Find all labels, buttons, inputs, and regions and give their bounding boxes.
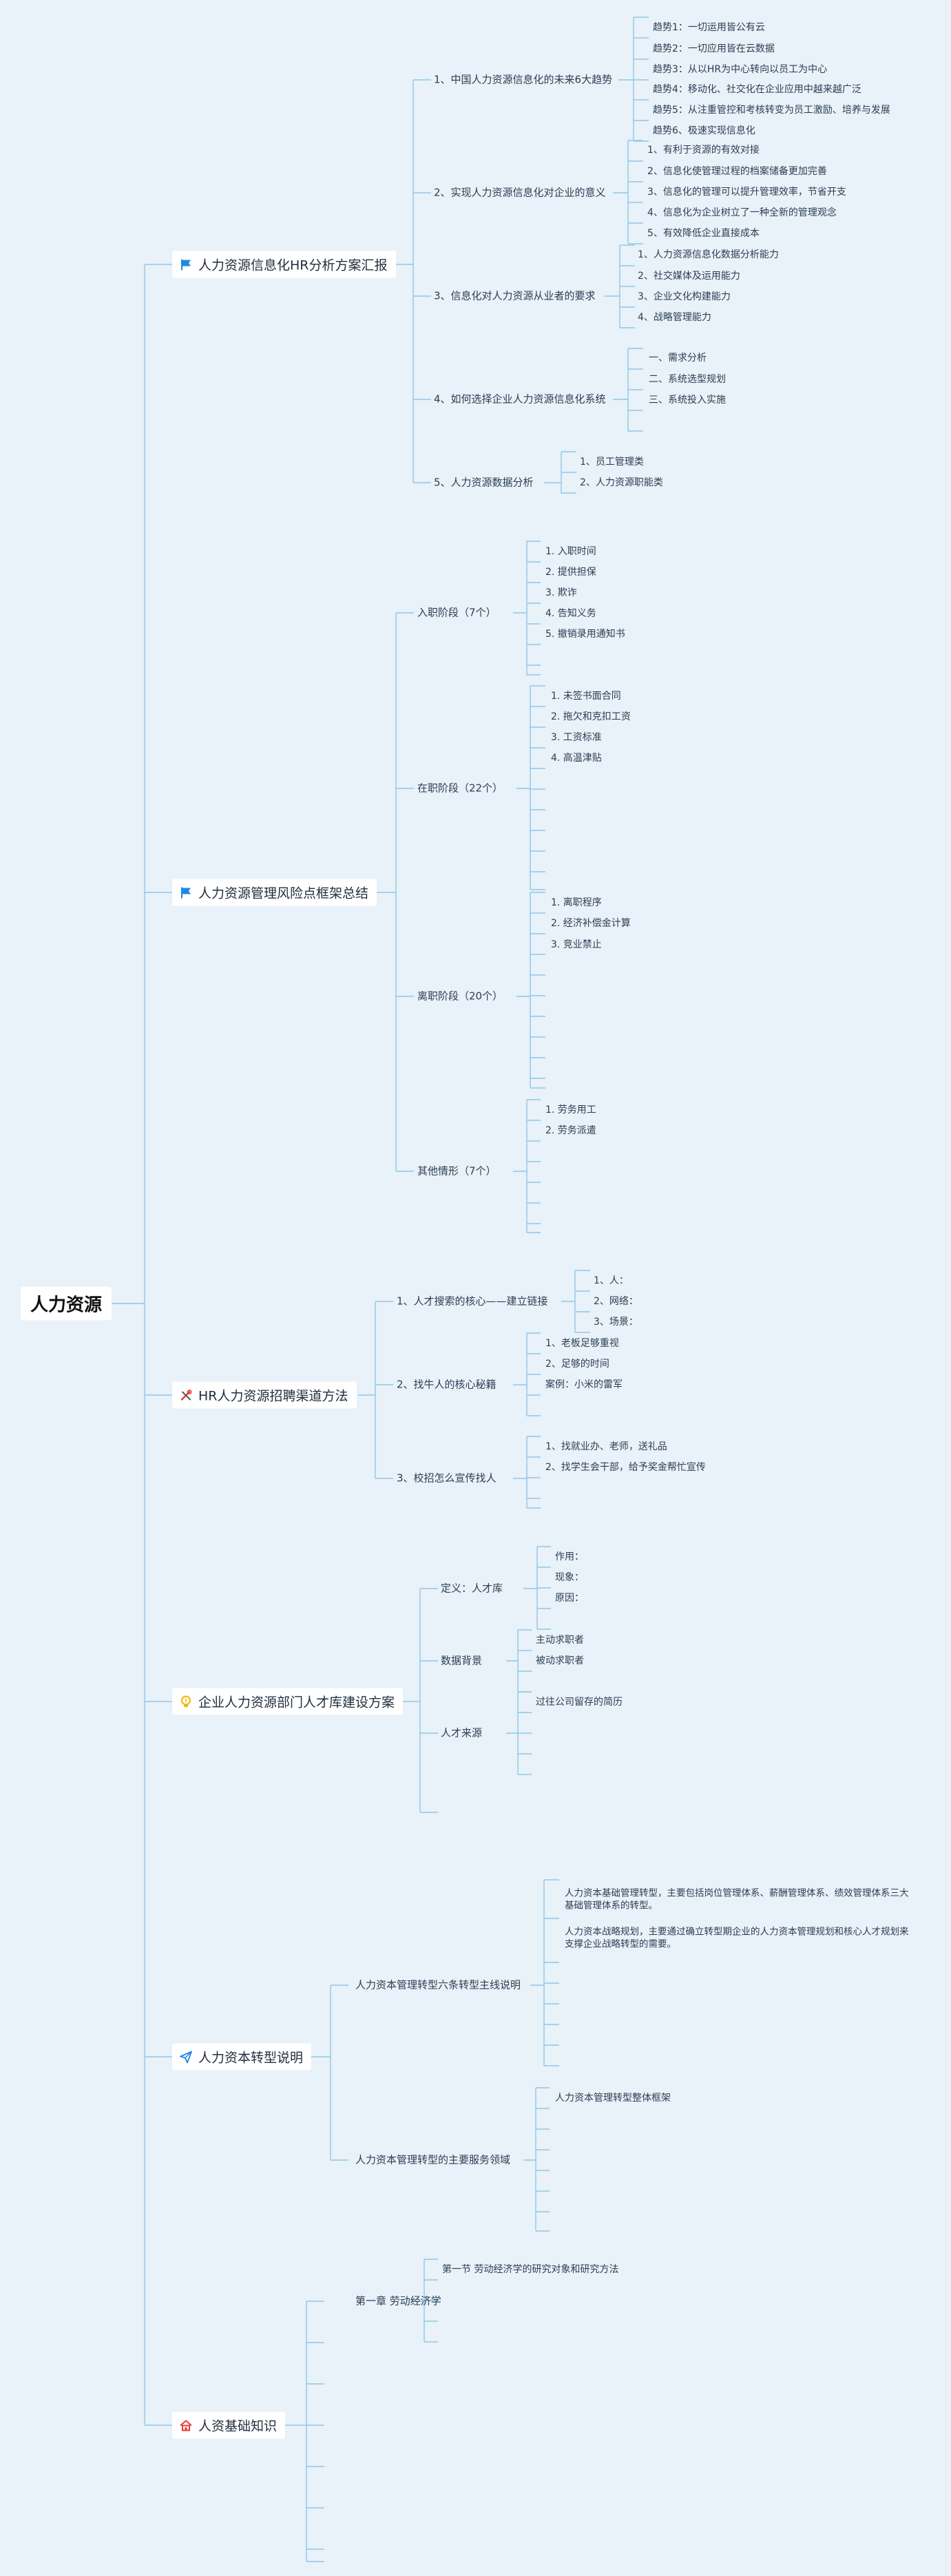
branch-label[interactable]: 离职阶段（20个）	[417, 989, 503, 1003]
branch-label[interactable]: 人力资本管理转型六条转型主线说明	[355, 1978, 521, 1991]
leaf-item[interactable]: 5、有效降低企业直接成本	[647, 227, 760, 239]
branch-label[interactable]: 4、如何选择企业人力资源信息化系统	[434, 392, 606, 406]
leaf-item[interactable]: 1、老板足够重视	[545, 1337, 619, 1349]
leaf-item[interactable]: 1. 离职程序	[551, 897, 602, 908]
leaf-item[interactable]: 二、系统选型规划	[649, 373, 726, 385]
leaf-item[interactable]: 5. 撤销录用通知书	[545, 628, 625, 640]
category-human-capital-transformation[interactable]: 人力资本转型说明	[172, 2043, 312, 2071]
category-title: 人资基础知识	[198, 2418, 278, 2434]
leaf-item[interactable]: 2、找学生会干部，给予奖金帮忙宣传	[545, 1461, 706, 1473]
branch-label[interactable]: 数据背景	[441, 1654, 483, 1667]
leaf-item[interactable]: 3、信息化的管理可以提升管理效率，节省开支	[647, 186, 846, 198]
leaf-item[interactable]: 4、信息化为企业树立了一种全新的管理观念	[647, 207, 837, 218]
branch-label[interactable]: 其他情形（7个）	[417, 1164, 497, 1177]
leaf-item[interactable]: 4. 高温津贴	[551, 752, 602, 764]
leaf-item[interactable]: 2. 劳务派遣	[545, 1124, 596, 1136]
leaf-item[interactable]: 三、系统投入实施	[649, 394, 726, 406]
leaf-item[interactable]: 趋势4：移动化、社交化在企业应用中越来越广泛	[653, 83, 861, 95]
leaf-item[interactable]: 人力资本管理转型整体框架	[555, 2092, 671, 2104]
leaf-item[interactable]: 趋势2：一切应用皆在云数据	[653, 43, 775, 54]
leaf-item[interactable]: 一、需求分析	[649, 352, 707, 364]
leaf-item[interactable]: 1. 劳务用工	[545, 1104, 596, 1116]
category-hr-risk-framework[interactable]: 人力资源管理风险点框架总结	[172, 879, 377, 906]
leaf-item[interactable]: 案例：小米的雷军	[545, 1379, 623, 1390]
leaf-item[interactable]: 2、足够的时间	[545, 1358, 609, 1370]
branch-label[interactable]: 第一章 劳动经济学	[355, 2294, 441, 2307]
category-title: 人力资源管理风险点框架总结	[198, 886, 369, 901]
tools-icon	[179, 1388, 193, 1402]
branch-label[interactable]: 3、信息化对人力资源从业者的要求	[434, 289, 596, 302]
category-recruitment-channels[interactable]: HR人力资源招聘渠道方法	[172, 1381, 357, 1409]
house-icon	[179, 2418, 193, 2432]
leaf-item[interactable]: 2. 提供担保	[545, 566, 596, 578]
branch-label[interactable]: 2、找牛人的核心秘籍	[397, 1378, 497, 1391]
branch-label[interactable]: 3、校招怎么宣传找人	[397, 1472, 497, 1485]
leaf-item[interactable]: 趋势6、极速实现信息化	[653, 125, 755, 136]
leaf-item[interactable]: 3. 欺诈	[545, 587, 577, 598]
category-hr-informatization[interactable]: 人力资源信息化HR分析方案汇报	[172, 251, 396, 278]
leaf-item[interactable]: 4. 告知义务	[545, 607, 596, 619]
leaf-item[interactable]: 过往公司留存的简历	[536, 1696, 623, 1708]
leaf-item[interactable]: 3. 工资标准	[551, 731, 602, 743]
leaf-item[interactable]: 3、企业文化构建能力	[638, 291, 731, 302]
category-title: 企业人力资源部门人才库建设方案	[198, 1695, 395, 1710]
category-title: 人力资本转型说明	[198, 2050, 304, 2066]
leaf-item[interactable]: 4、战略管理能力	[638, 311, 711, 323]
branch-label[interactable]: 2、实现人力资源信息化对企业的意义	[434, 186, 606, 199]
branch-label[interactable]: 人才来源	[441, 1726, 483, 1739]
leaf-item[interactable]: 趋势3：从以HR为中心转向以员工为中心	[653, 63, 828, 75]
leaf-item[interactable]: 2. 拖欠和克扣工资	[551, 711, 631, 722]
branch-label[interactable]: 人力资本管理转型的主要服务领域	[355, 2153, 511, 2166]
branch-label[interactable]: 1、人才搜索的核心——建立链接	[397, 1295, 548, 1308]
leaf-item[interactable]: 1. 未签书面合同	[551, 690, 621, 702]
leaf-item[interactable]: 1. 入职时间	[545, 545, 596, 557]
flag-icon	[179, 886, 193, 899]
leaf-item[interactable]: 3、场景：	[594, 1316, 638, 1328]
leaf-item[interactable]: 3. 竞业禁止	[551, 939, 602, 950]
branch-label[interactable]: 定义：人才库	[441, 1582, 503, 1595]
bulb-icon	[179, 1695, 193, 1708]
paper-plane-icon	[179, 2050, 193, 2064]
leaf-item[interactable]: 人力资本战略规划，主要通过确立转型期企业的人力资本管理规划和核心人才规划来支撑企…	[565, 1926, 909, 1949]
leaf-item[interactable]: 被动求职者	[536, 1655, 584, 1666]
leaf-item[interactable]: 1、人：	[594, 1275, 629, 1286]
branch-label[interactable]: 5、人力资源数据分析	[434, 476, 534, 489]
leaf-item[interactable]: 作用：	[555, 1551, 584, 1562]
root-node[interactable]: 人力资源	[21, 1286, 112, 1321]
category-hr-basics[interactable]: 人资基础知识	[172, 2411, 286, 2439]
leaf-item[interactable]: 1、有利于资源的有效对接	[647, 144, 760, 156]
branch-label[interactable]: 入职阶段（7个）	[417, 606, 497, 619]
leaf-item[interactable]: 2、网络：	[594, 1295, 638, 1307]
leaf-item[interactable]: 2、信息化使管理过程的档案储备更加完善	[647, 165, 827, 177]
branch-label[interactable]: 在职阶段（22个）	[417, 782, 503, 795]
leaf-item[interactable]: 人力资本基础管理转型，主要包括岗位管理体系、薪酬管理体系、绩效管理体系三大基础管…	[565, 1887, 909, 1911]
category-title: 人力资源信息化HR分析方案汇报	[198, 258, 388, 273]
leaf-item[interactable]: 第一节 劳动经济学的研究对象和研究方法	[442, 2263, 619, 2275]
leaf-item[interactable]: 1、找就业办、老师，送礼品	[545, 1441, 667, 1452]
leaf-item[interactable]: 1、员工管理类	[580, 456, 644, 468]
category-talent-pool[interactable]: 企业人力资源部门人才库建设方案	[172, 1688, 404, 1715]
leaf-item[interactable]: 原因：	[555, 1592, 584, 1604]
leaf-item[interactable]: 趋势1：一切运用皆公有云	[653, 21, 765, 33]
flag-icon	[179, 258, 193, 271]
branch-label[interactable]: 1、中国人力资源信息化的未来6大趋势	[434, 73, 613, 86]
leaf-item[interactable]: 1、人力资源信息化数据分析能力	[638, 249, 779, 260]
leaf-item[interactable]: 趋势5：从注重管控和考核转变为员工激励、培养与发展	[653, 104, 890, 116]
leaf-item[interactable]: 主动求职者	[536, 1634, 584, 1646]
leaf-item[interactable]: 2、人力资源职能类	[580, 477, 663, 488]
leaf-item[interactable]: 2、社交媒体及运用能力	[638, 270, 740, 282]
category-title: HR人力资源招聘渠道方法	[198, 1388, 348, 1404]
leaf-item[interactable]: 2. 经济补偿金计算	[551, 917, 631, 929]
leaf-item[interactable]: 现象：	[555, 1571, 584, 1583]
